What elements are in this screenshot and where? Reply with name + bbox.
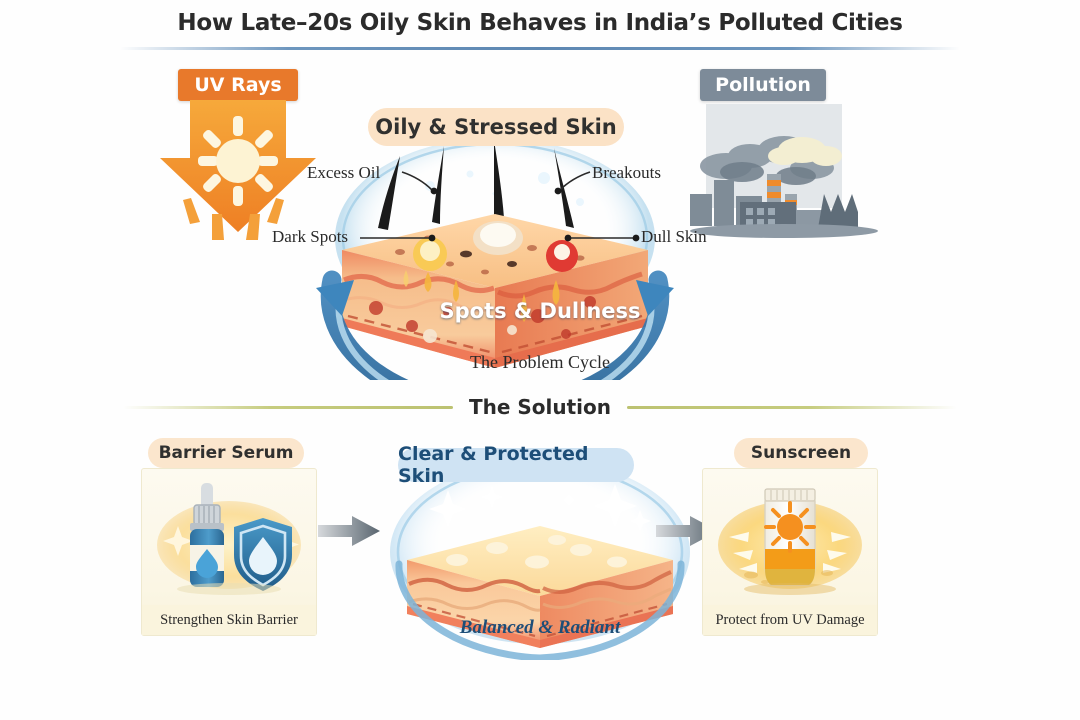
uv-rays-icon [150,96,326,246]
sunscreen-badge: Sunscreen [734,438,868,468]
callout-breakouts: Breakouts [592,163,661,182]
callout-excess-oil: Excess Oil [307,163,381,182]
cycle-arc-label: Spots & Dullness [439,299,641,323]
pollution-factory-icon [684,98,884,248]
solution-divider-label: The Solution [468,395,612,419]
solution-divider: The Solution [0,392,1080,422]
sunscreen-tube-icon [703,475,877,601]
barrier-serum-card: Strengthen Skin Barrier [141,468,317,636]
serum-bottle-icon [142,475,316,601]
page-title: How Late–20s Oily Skin Behaves in India’… [177,10,903,36]
barrier-serum-caption: Strengthen Skin Barrier [142,605,316,635]
divider-line-right [627,405,958,409]
callout-dark-spots: Dark Spots [272,227,349,246]
callout-dull-skin: Dull Skin [641,227,707,246]
problem-cycle-caption: The Problem Cycle [470,352,610,372]
sunscreen-card: Protect from UV Damage [702,468,878,636]
sunscreen-caption: Protect from UV Damage [703,605,877,635]
clear-skin-illustration [385,452,695,662]
uv-rays-badge: UV Rays [178,69,298,101]
barrier-serum-badge: Barrier Serum [148,438,304,468]
balanced-radiant-ribbon: Balanced & Radiant [459,617,621,638]
oily-stressed-skin-badge: Oily & Stressed Skin [368,108,624,146]
title-divider [120,47,960,50]
pollution-badge: Pollution [700,69,826,101]
arrow-serum-to-center [318,514,380,548]
clear-protected-skin-badge: Clear & Protected Skin [398,443,634,487]
divider-line-left [122,405,453,409]
